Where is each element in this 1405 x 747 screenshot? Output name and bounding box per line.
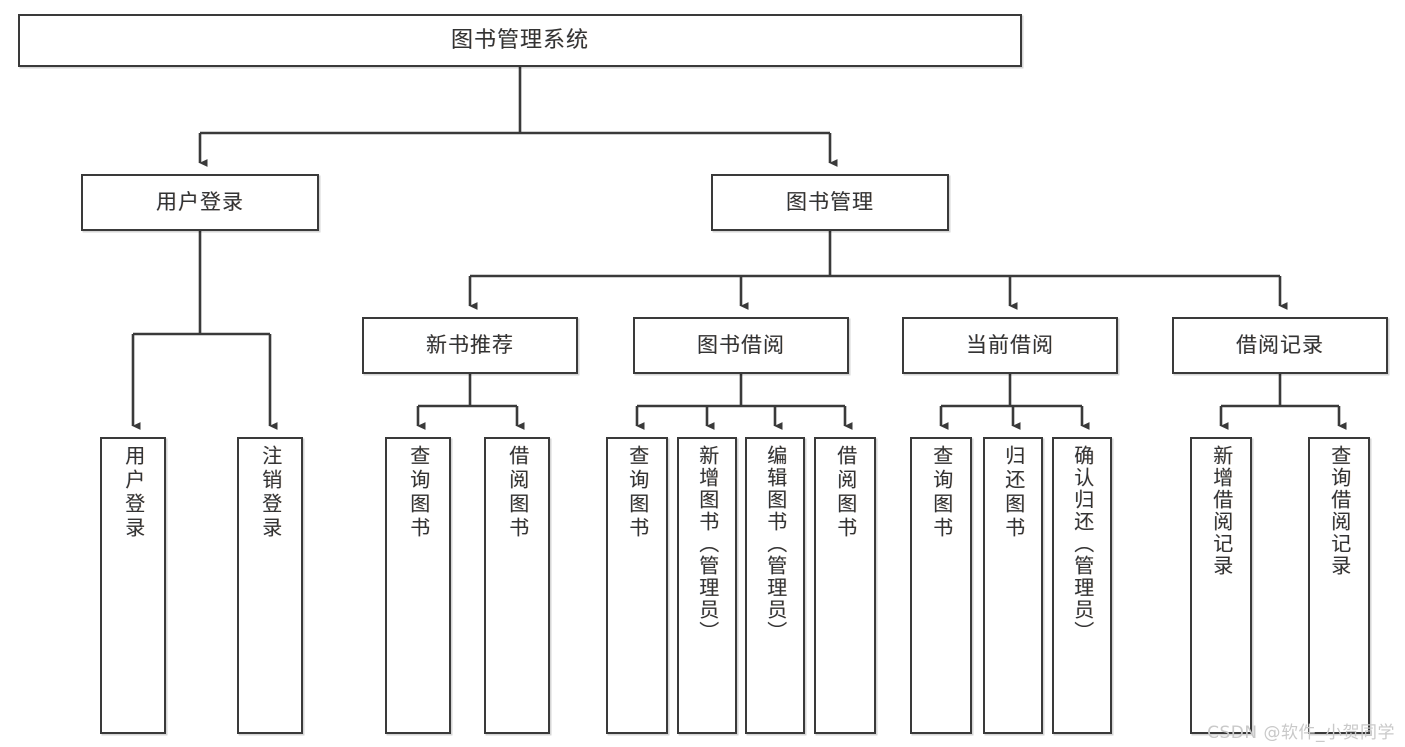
node-user-login[interactable]: 用户登录 [81,174,319,231]
node-book-borrow-label: 图书借阅 [697,333,785,358]
node-borrow-record-label: 借阅记录 [1236,333,1324,358]
leaf-current-query-book[interactable]: 查询图书 [910,437,972,734]
node-root-label: 图书管理系统 [450,27,589,53]
leaf-record-add[interactable]: 新增借阅记录 [1190,437,1252,734]
leaf-recommend-borrow-book[interactable]: 借阅图书 [484,437,550,734]
leaf-recommend-query-book-label: 查询图书 [406,445,431,541]
node-current-borrow[interactable]: 当前借阅 [902,317,1118,374]
node-user-login-label: 用户登录 [156,190,244,215]
leaf-recommend-borrow-book-label: 借阅图书 [505,445,530,541]
node-borrow-record[interactable]: 借阅记录 [1172,317,1388,374]
csdn-watermark: CSDN @软件_小贺同学 [1207,723,1395,743]
node-root[interactable]: 图书管理系统 [18,14,1022,67]
leaf-user-logout-label: 注销登录 [258,445,283,541]
leaf-current-return-book[interactable]: 归还图书 [983,437,1043,734]
leaf-current-return-book-label: 归还图书 [1001,445,1026,541]
leaf-current-confirm-return-admin-label: 确认归还（管理员） [1070,445,1095,643]
node-book-manage[interactable]: 图书管理 [711,174,949,231]
leaf-user-login-label: 用户登录 [121,445,146,541]
leaf-borrow-query-book-label: 查询图书 [625,445,650,541]
leaf-borrow-edit-book-admin-label: 编辑图书（管理员） [763,445,788,643]
leaf-record-add-label: 新增借阅记录 [1209,445,1234,577]
leaf-borrow-add-book-admin-label: 新增图书（管理员） [695,445,720,643]
leaf-borrow-borrow-book-label: 借阅图书 [833,445,858,541]
leaf-record-query-label: 查询借阅记录 [1327,445,1352,577]
leaf-borrow-query-book[interactable]: 查询图书 [606,437,668,734]
node-new-book-recommend[interactable]: 新书推荐 [362,317,578,374]
leaf-borrow-edit-book-admin[interactable]: 编辑图书（管理员） [745,437,805,734]
node-book-manage-label: 图书管理 [786,190,874,215]
node-new-book-recommend-label: 新书推荐 [426,333,514,358]
leaf-recommend-query-book[interactable]: 查询图书 [385,437,451,734]
leaf-record-query[interactable]: 查询借阅记录 [1308,437,1370,734]
leaf-borrow-borrow-book[interactable]: 借阅图书 [814,437,876,734]
leaf-user-login[interactable]: 用户登录 [100,437,166,734]
node-book-borrow[interactable]: 图书借阅 [633,317,849,374]
leaf-current-query-book-label: 查询图书 [929,445,954,541]
node-current-borrow-label: 当前借阅 [966,333,1054,358]
leaf-borrow-add-book-admin[interactable]: 新增图书（管理员） [677,437,737,734]
leaf-current-confirm-return-admin[interactable]: 确认归还（管理员） [1052,437,1112,734]
leaf-user-logout[interactable]: 注销登录 [237,437,303,734]
